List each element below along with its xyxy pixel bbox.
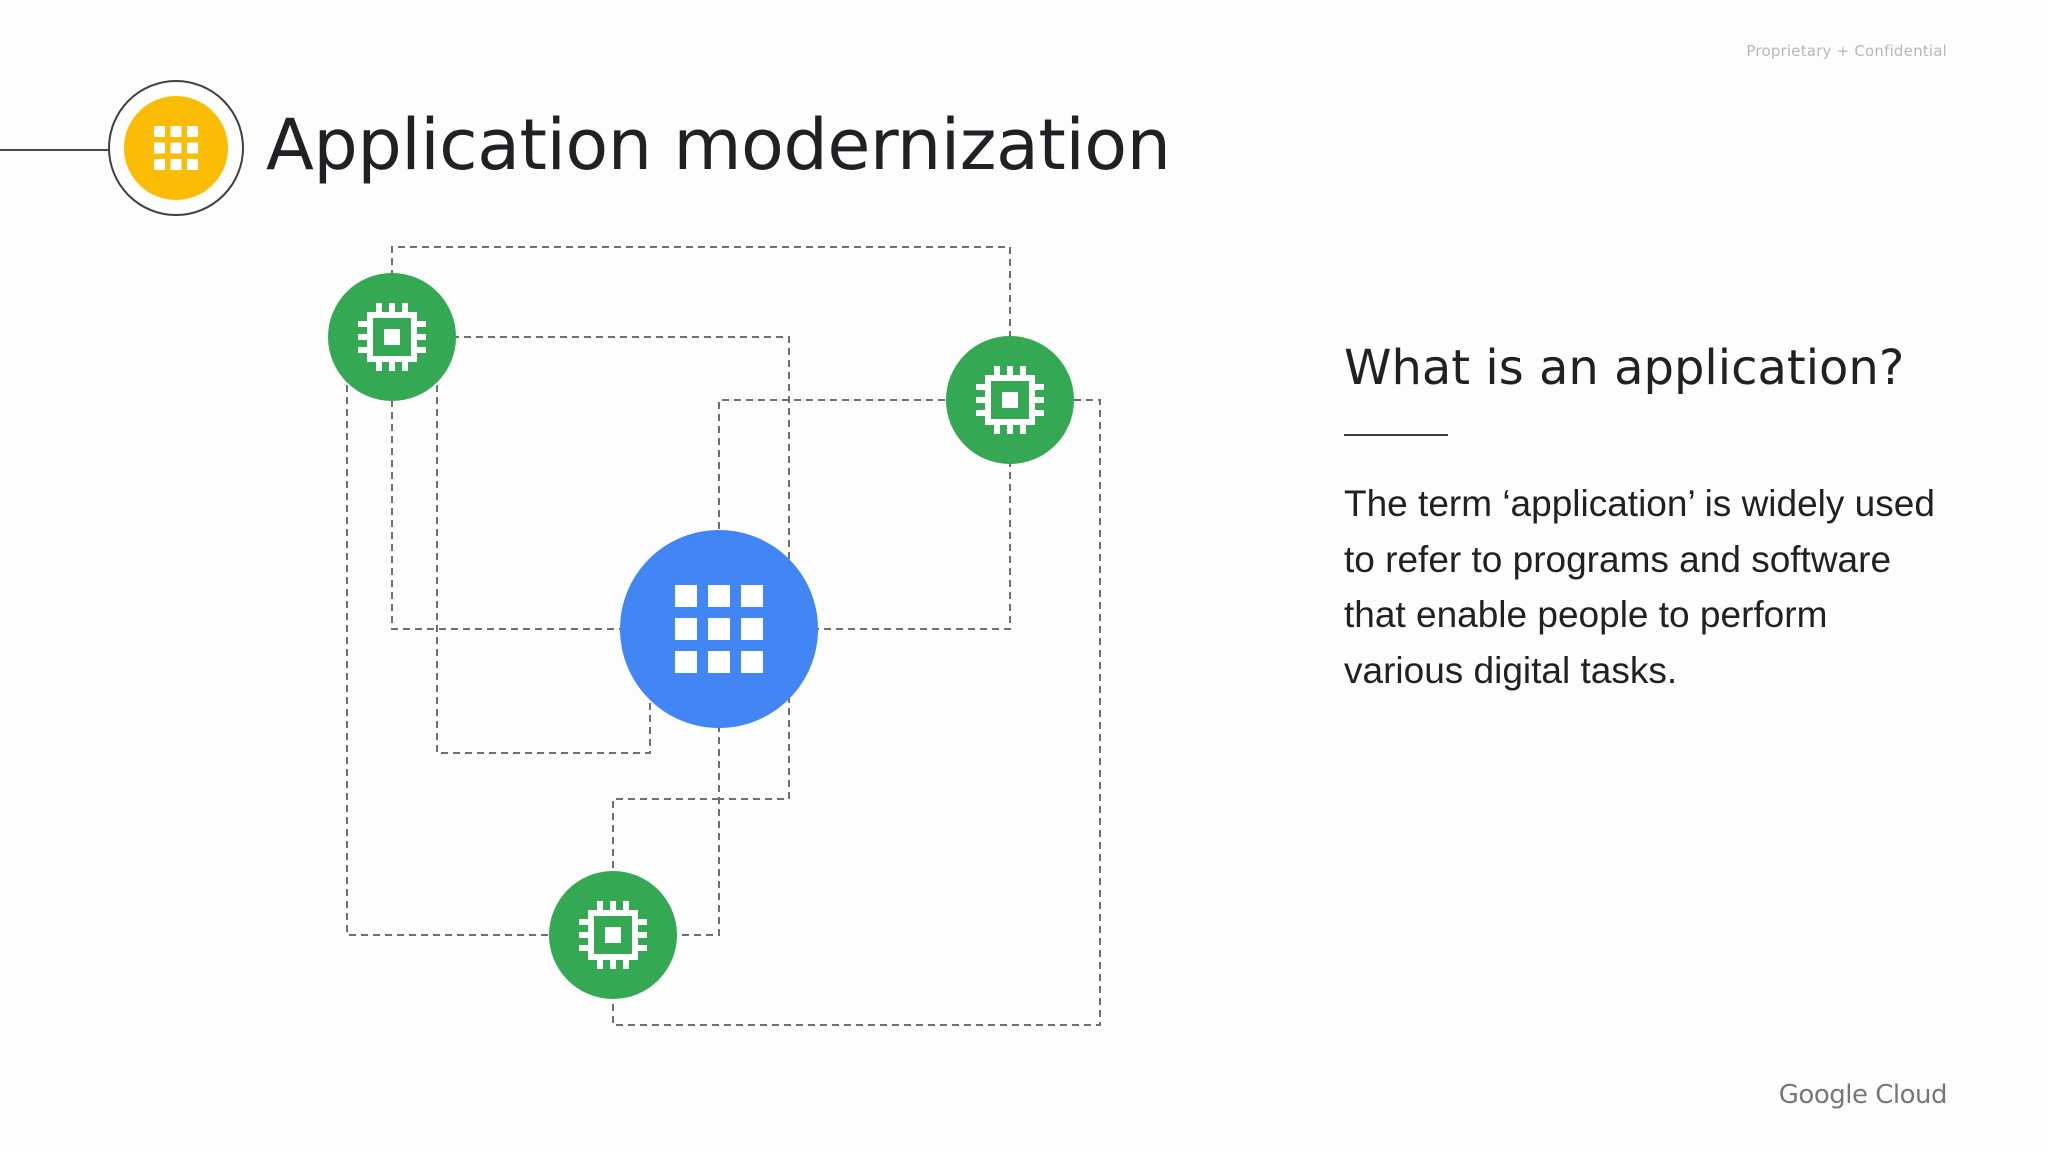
connector-line bbox=[612, 798, 719, 871]
connector-line bbox=[612, 399, 1101, 1026]
google-cloud-logo: Google Cloud bbox=[1778, 1080, 1948, 1110]
chip-icon bbox=[358, 303, 426, 371]
section-heading: What is an application? bbox=[1344, 340, 1905, 396]
connector-line bbox=[391, 400, 621, 630]
connector-line bbox=[436, 337, 651, 754]
title-badge-ring bbox=[108, 80, 244, 216]
page-title: Application modernization bbox=[266, 104, 1171, 186]
compute-node-top-right bbox=[946, 336, 1074, 464]
connector-line bbox=[391, 246, 1011, 400]
connector-lines bbox=[346, 246, 1101, 1026]
header-accent-line bbox=[0, 149, 110, 151]
apps-grid-icon bbox=[154, 126, 198, 170]
chip-icon bbox=[976, 366, 1044, 434]
connector-line bbox=[346, 337, 550, 936]
connector-line bbox=[818, 400, 1011, 630]
confidential-label: Proprietary + Confidential bbox=[1746, 42, 1947, 60]
connector-line bbox=[676, 725, 720, 936]
heading-divider bbox=[1344, 434, 1448, 436]
apps-grid-icon bbox=[675, 585, 763, 673]
compute-node-top-left bbox=[328, 273, 456, 401]
chip-icon bbox=[579, 901, 647, 969]
hub-node bbox=[620, 530, 818, 728]
connector-line bbox=[718, 399, 946, 553]
compute-node-bottom bbox=[549, 871, 677, 999]
section-body: The term ‘application’ is widely used to… bbox=[1344, 483, 1935, 691]
